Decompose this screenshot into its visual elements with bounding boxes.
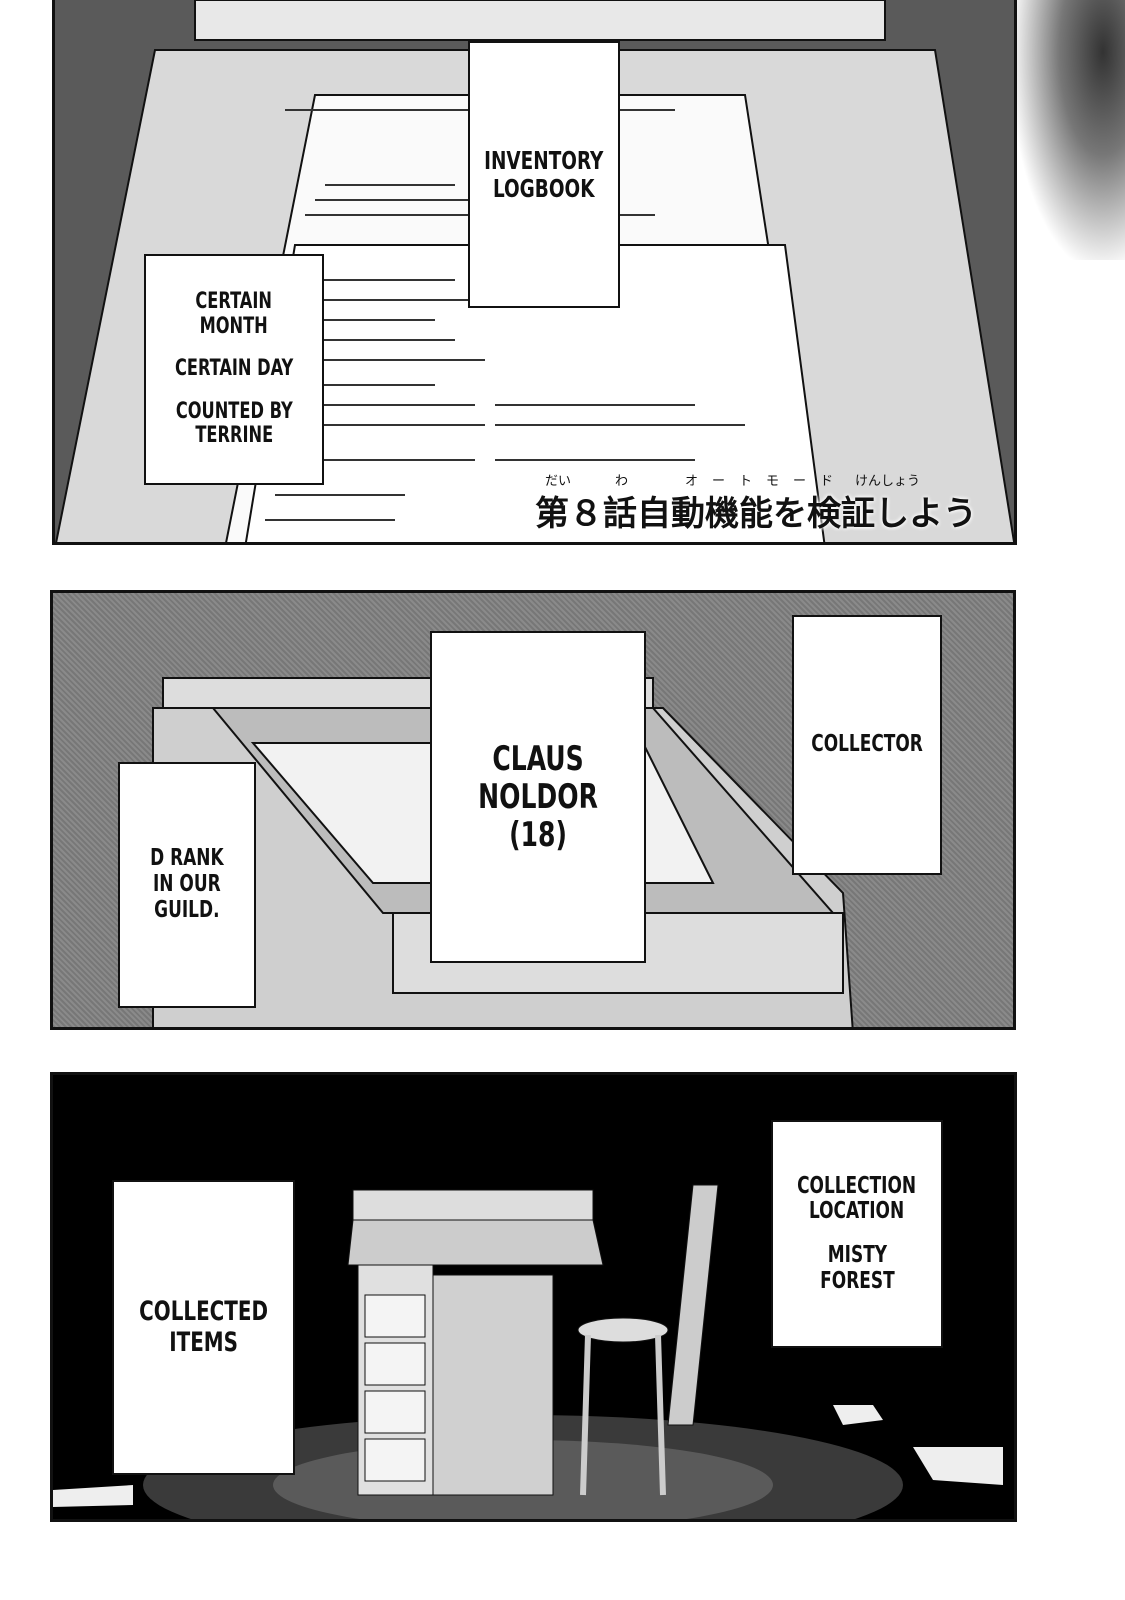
collection-location-box: COLLECTION LOCATION MISTY FOREST bbox=[771, 1120, 943, 1348]
collection-location-value: MISTY FOREST bbox=[819, 1242, 895, 1294]
collection-location-label: COLLECTION LOCATION bbox=[797, 1172, 917, 1225]
smoke-texture bbox=[1015, 0, 1125, 260]
collected-items-label: COLLECTED ITEMS bbox=[139, 1296, 268, 1358]
panel-collection: COLLECTED ITEMS COLLECTION LOCATION MIST… bbox=[50, 1072, 1017, 1522]
character-role: COLLECTOR bbox=[811, 731, 923, 758]
date-box: CERTAIN MONTH CERTAIN DAY COUNTED BY TER… bbox=[144, 254, 324, 485]
date-day: CERTAIN DAY bbox=[174, 356, 294, 382]
panel-logbook: INVENTORY LOGBOOK CERTAIN MONTH CERTAIN … bbox=[52, 0, 1017, 545]
chapter-title: 第８話自動機能を検証しよう bbox=[535, 494, 977, 534]
character-rank: D RANK IN OUR GUILD. bbox=[150, 845, 224, 923]
counted-by: COUNTED BY TERRINE bbox=[175, 398, 293, 449]
name-box: CLAUS NOLDOR (18) bbox=[430, 631, 646, 963]
role-box: COLLECTOR bbox=[792, 615, 942, 875]
desk-chair-illustration bbox=[53, 1184, 1003, 1519]
rank-box: D RANK IN OUR GUILD. bbox=[118, 762, 256, 1008]
panel-profile: CLAUS NOLDOR (18) COLLECTOR D RANK IN OU… bbox=[50, 590, 1016, 1030]
date-month: CERTAIN MONTH bbox=[195, 288, 273, 339]
chapter-title-group: だい わ オートモード けんしょう 第８話自動機能を検証しよう bbox=[535, 474, 977, 534]
character-name: CLAUS NOLDOR (18) bbox=[478, 738, 598, 856]
logbook-title-box: INVENTORY LOGBOOK bbox=[468, 41, 620, 308]
collected-items-box: COLLECTED ITEMS bbox=[112, 1180, 295, 1475]
logbook-title: INVENTORY LOGBOOK bbox=[484, 145, 604, 203]
